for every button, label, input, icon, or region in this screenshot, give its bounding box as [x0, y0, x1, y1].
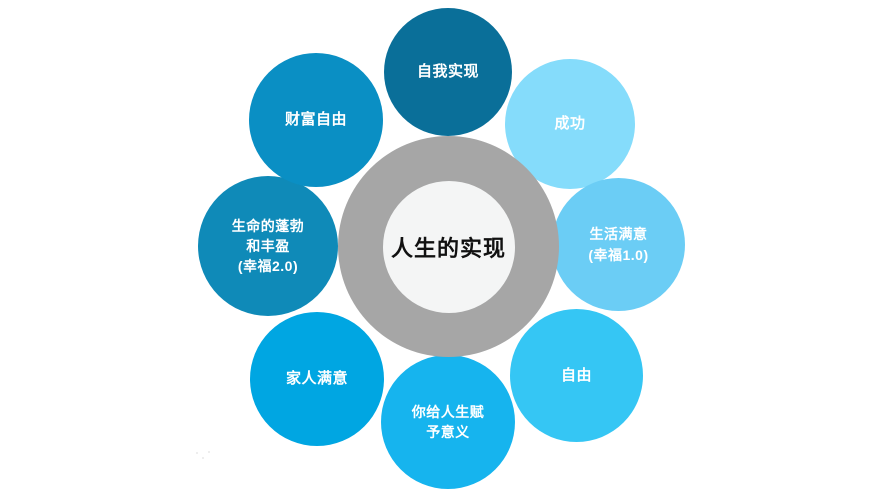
- page-speckle: [208, 451, 210, 453]
- bubble-label-line: 生命的蓬勃: [231, 217, 305, 234]
- bubble-label-line: 你给人生赋: [411, 403, 485, 420]
- bubble-label-line: 予意义: [426, 424, 470, 440]
- bubble-label-line: 家人满意: [285, 370, 348, 388]
- bubble-label-line: 和丰盈: [246, 237, 290, 254]
- bubble-family-satisfaction[interactable]: 家人满意: [250, 312, 384, 446]
- bubble-label-line: 自由: [560, 366, 592, 384]
- page-speckle: [196, 452, 198, 454]
- bubble-label-line: (幸福2.0): [237, 258, 299, 275]
- center-title: 人生的实现: [390, 235, 506, 261]
- bubble-success[interactable]: 成功: [505, 59, 635, 189]
- bubble-freedom[interactable]: 自由: [510, 309, 643, 442]
- bubble-meaning[interactable]: 你给人生赋 予意义: [381, 355, 515, 489]
- bubble-label-line: 生活满意: [589, 226, 648, 243]
- bubble-label-line: 财富自由: [284, 111, 347, 129]
- bubble-flourishing[interactable]: 生命的蓬勃 和丰盈 (幸福2.0): [198, 176, 338, 316]
- bubble-self-actualization[interactable]: 自我实现: [384, 8, 512, 136]
- bubble-label-line: 成功: [554, 115, 586, 133]
- bubble-label-line: (幸福1.0): [588, 246, 649, 263]
- page-speckle: [202, 457, 204, 459]
- bubble-label-line: 自我实现: [416, 63, 479, 81]
- bubble-wealth-freedom[interactable]: 财富自由: [249, 53, 383, 187]
- center-hub: 人生的实现: [382, 180, 515, 313]
- center-ring: 人生的实现: [338, 136, 559, 357]
- bubble-life-satisfaction[interactable]: 生活满意 (幸福1.0): [552, 178, 685, 311]
